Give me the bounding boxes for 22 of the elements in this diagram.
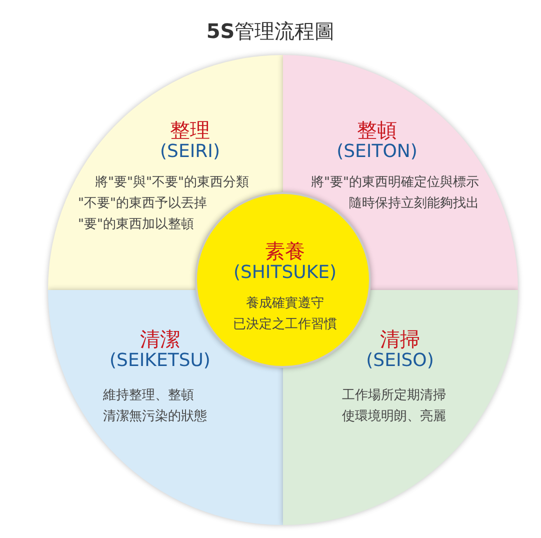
step-heading: 清掃	[380, 326, 420, 352]
step-romanization: (SEISO)	[366, 350, 434, 371]
step-description: 工作場所定期清掃	[342, 387, 446, 404]
step-heading: 清潔	[140, 326, 180, 352]
step-description: 將"要"與"不要"的東西分類	[95, 174, 249, 191]
diagram-title: 5S管理流程圖	[205, 18, 336, 45]
step-heading: 整頓	[357, 117, 397, 143]
step-description: 已決定之工作習慣	[233, 316, 337, 333]
step-description: "要"的東西加以整頓	[78, 216, 194, 233]
step-heading: 整理	[170, 117, 210, 143]
step-description: 養成確實遵守	[246, 295, 324, 312]
step-description: 清潔無污染的狀態	[103, 408, 207, 425]
step-romanization: (SHITSUKE)	[233, 262, 337, 283]
step-romanization: (SEIKETSU)	[110, 350, 210, 371]
step-romanization: (SEIRI)	[160, 141, 220, 162]
step-romanization: (SEITON)	[336, 141, 418, 162]
step-heading: 素養	[265, 238, 305, 264]
step-description: 隨時保持立刻能夠找出	[349, 195, 479, 212]
step-description: "不要"的東西予以丟掉	[78, 195, 207, 212]
step-description: 使環境明朗、亮麗	[342, 408, 446, 425]
step-description: 維持整理、整頓	[103, 387, 194, 404]
step-description: 將"要"的東西明確定位與標示	[311, 174, 479, 191]
